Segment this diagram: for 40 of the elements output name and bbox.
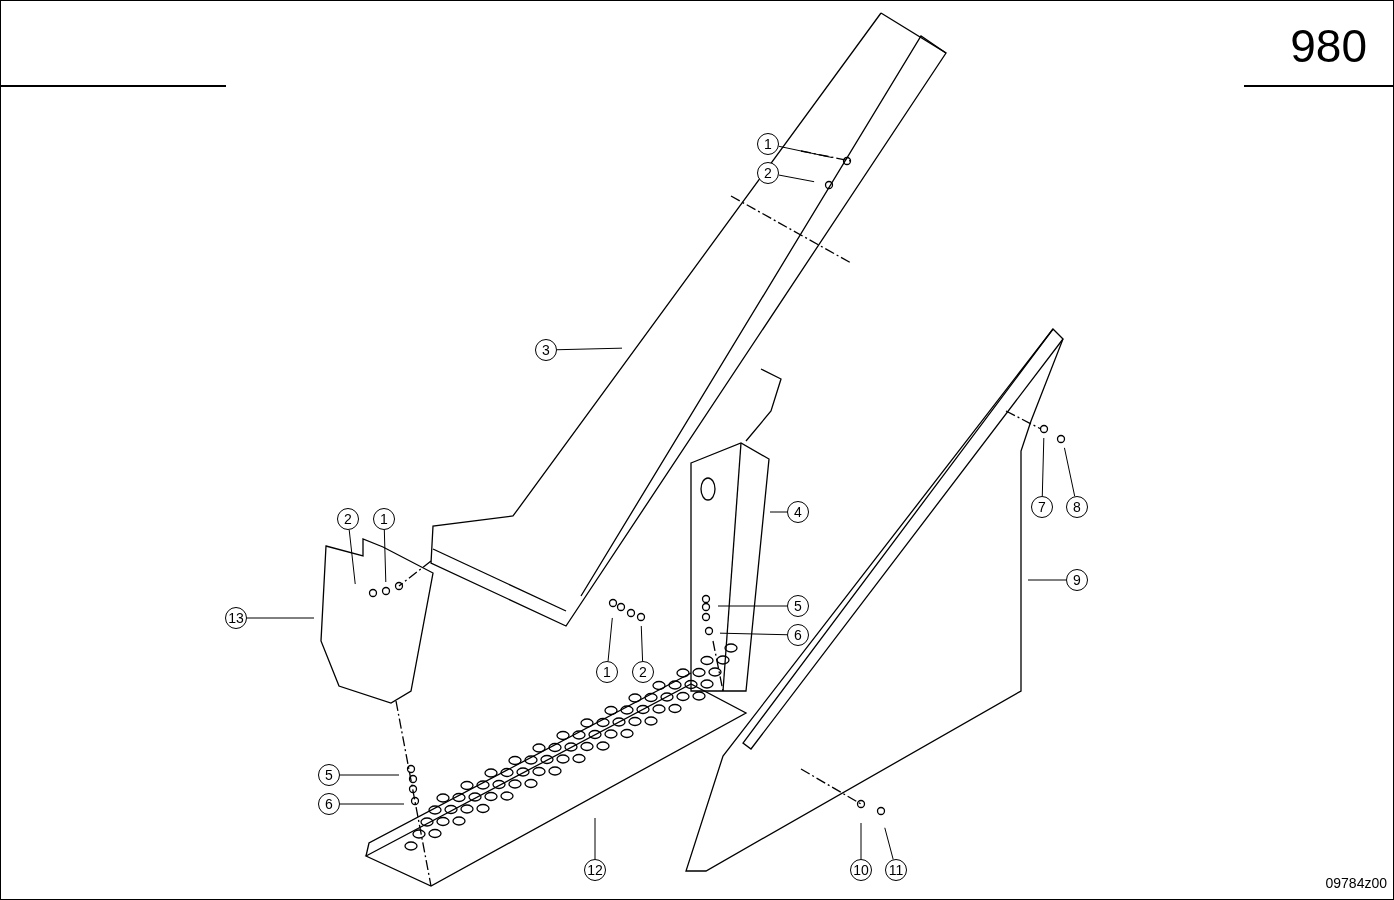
leader-line [1027,579,1067,581]
leader-line [640,625,644,662]
callout-number: 4 [787,501,809,523]
callout-number: 6 [787,624,809,646]
callout-number: 11 [885,859,907,881]
leader-line [556,347,623,351]
callout-number: 9 [1066,569,1088,591]
drawing-number: 09784z00 [1325,875,1387,891]
leader-line [769,511,788,513]
leader-line [717,605,788,607]
callout-number: 5 [787,595,809,617]
leader-line [339,803,405,805]
leader-line [1041,437,1045,497]
callout-number: 8 [1066,496,1088,518]
callout-number: 6 [318,793,340,815]
callout-number: 13 [225,607,247,629]
callout-number: 2 [632,661,654,683]
leader-line [778,145,833,159]
callout-number: 7 [1031,496,1053,518]
leader-line [778,174,815,183]
callout-number: 10 [850,859,872,881]
callout-number: 1 [596,661,618,683]
callout-number: 1 [757,133,779,155]
page-number: 980 [1290,19,1367,73]
leader-line [246,617,315,619]
callout-number: 5 [318,764,340,786]
leader-line [860,822,862,860]
leader-line [383,529,387,583]
callout-number: 3 [535,339,557,361]
callout-number: 12 [584,859,606,881]
callout-number: 2 [337,508,359,530]
leader-line [607,617,613,662]
callout-number: 2 [757,162,779,184]
leader-line [594,817,596,860]
leader-line [1063,447,1076,497]
leader-line [884,827,894,860]
leader-line [339,774,400,776]
callout-number: 1 [373,508,395,530]
leader-line [719,632,788,636]
leader-line [348,529,356,585]
